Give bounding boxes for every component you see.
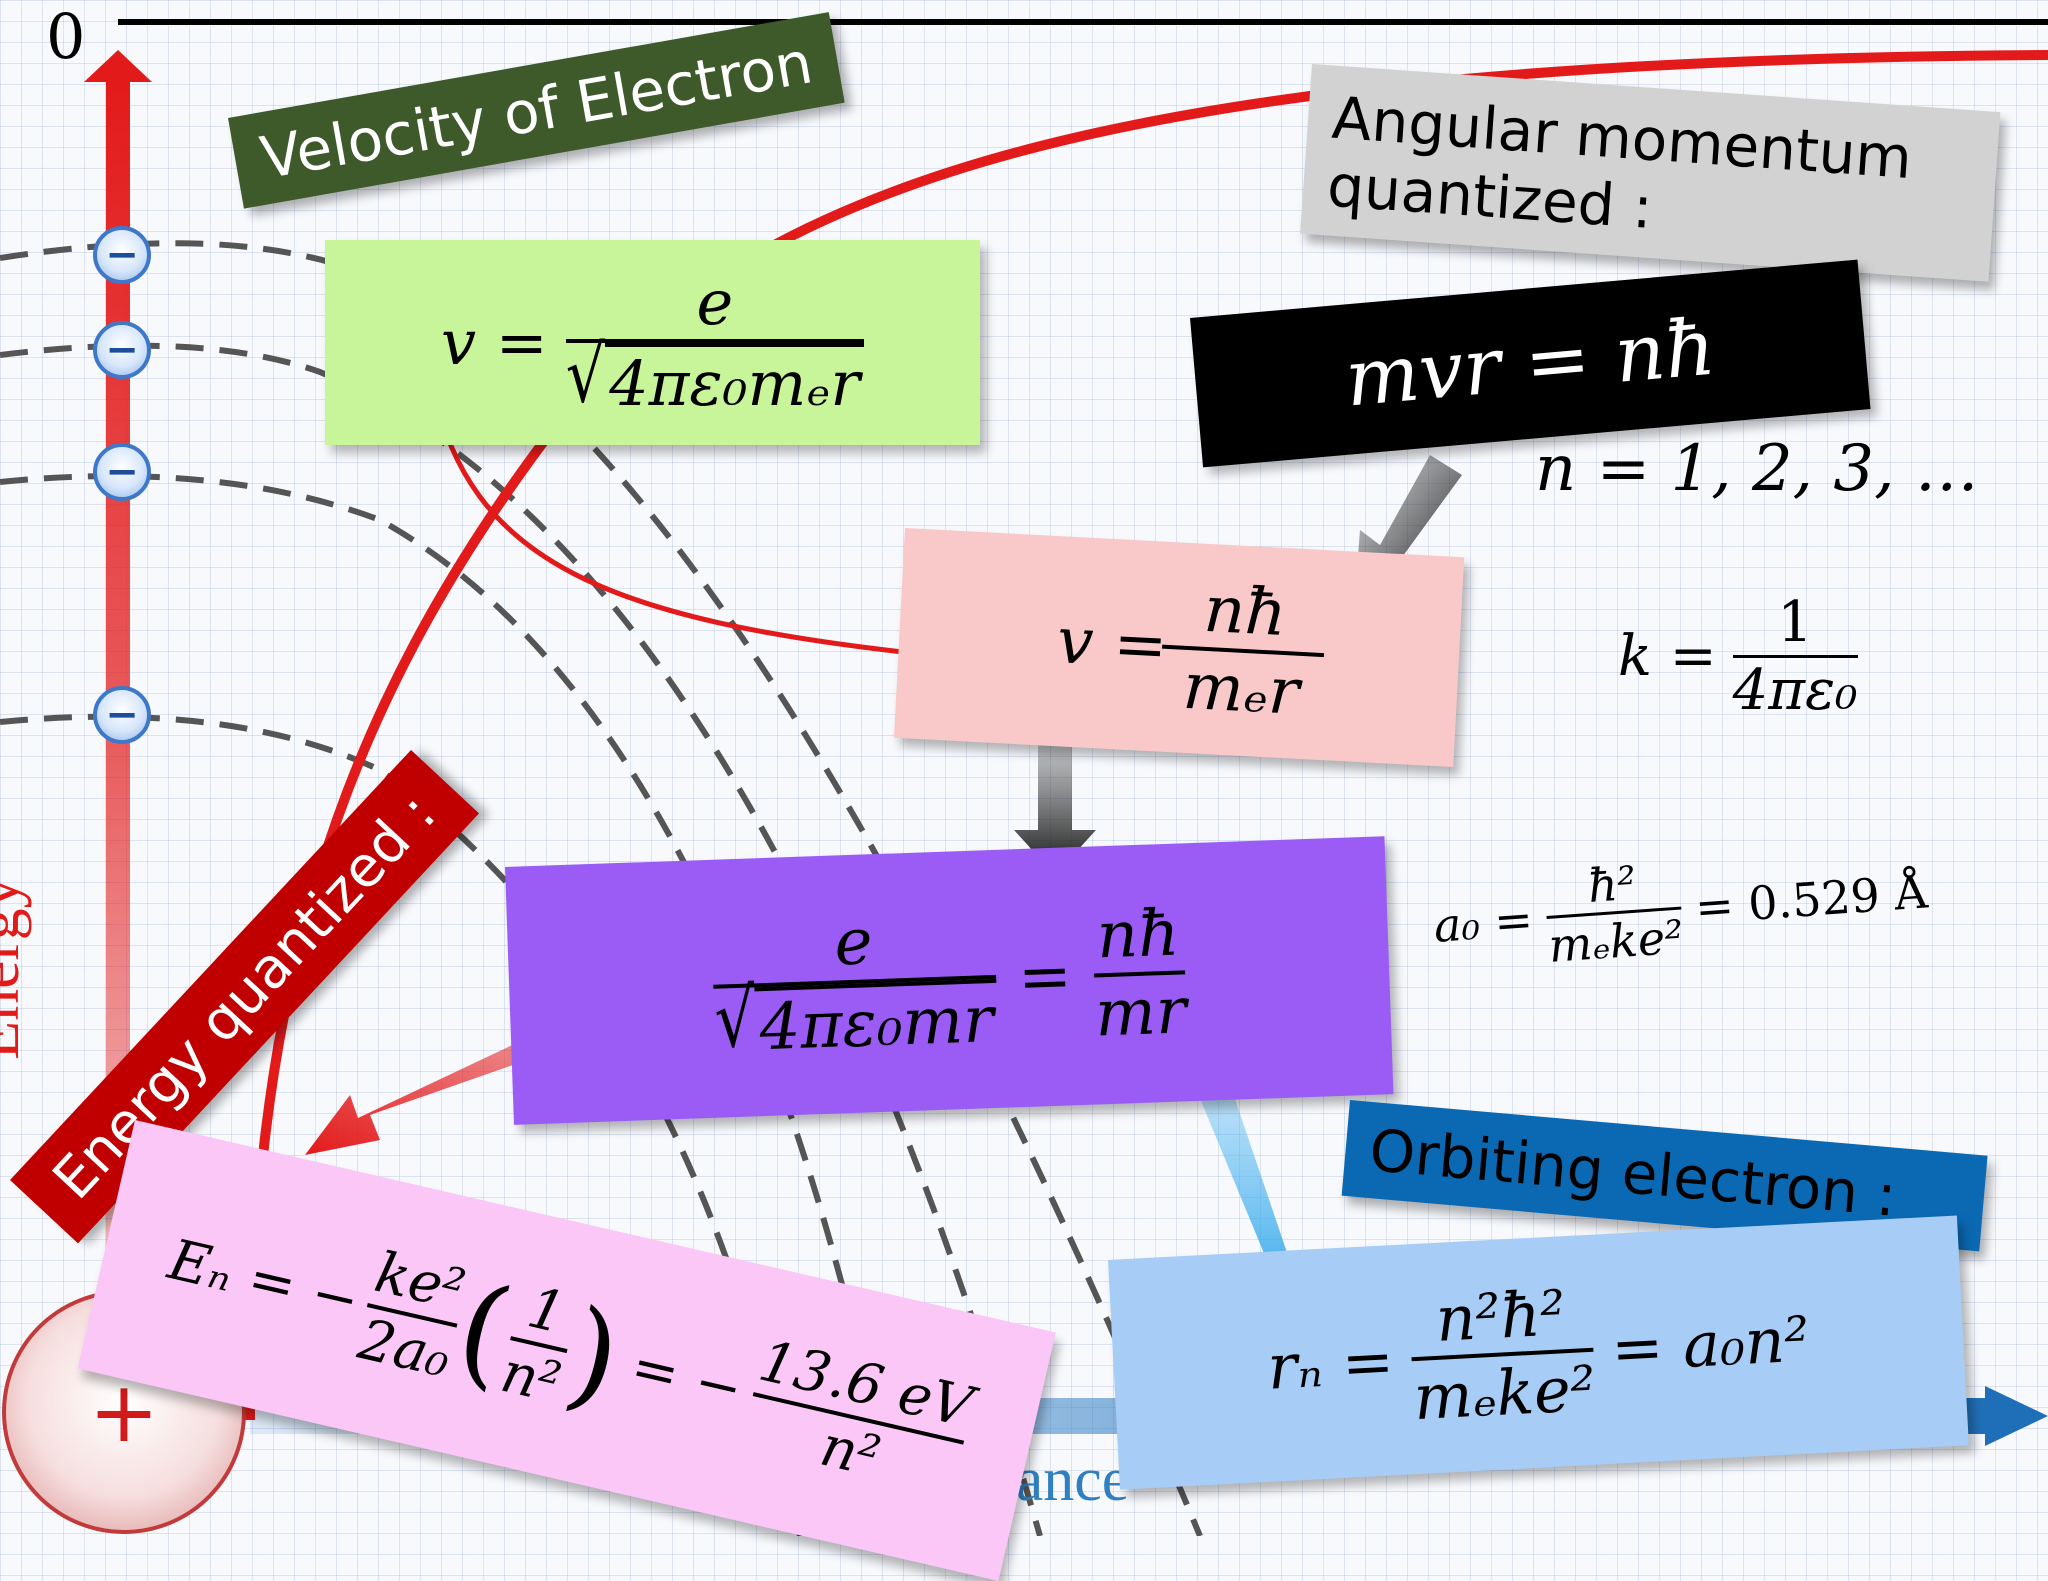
zero-label: 0 — [46, 0, 86, 73]
radius-denominator: mₑke² — [1411, 1351, 1598, 1435]
energy-numerator-2: 1 — [521, 1274, 572, 1347]
radius-rhs: = a₀n² — [1609, 1301, 1812, 1386]
energy-axis-label: Energy — [0, 876, 32, 1060]
grey-arrow-down — [1014, 740, 1096, 875]
velocity-formula-box: v = e √4πε₀mₑr — [325, 240, 980, 445]
n-values: n = 1, 2, 3, … — [1535, 432, 1979, 506]
electron-icon: − — [93, 443, 151, 501]
energy-equals: = − — [625, 1334, 749, 1423]
energy-denominator-3: n² — [814, 1413, 887, 1490]
velocity-denominator: 4πε₀mₑr — [605, 342, 864, 420]
radius-formula-box: rₙ = n²ħ² mₑke² = a₀n² — [1108, 1215, 1969, 1490]
radius-lhs: rₙ = — [1265, 1323, 1396, 1404]
energy-denominator-2: n² — [495, 1339, 567, 1416]
equate-denominator-left: 4πε₀mr — [754, 978, 999, 1066]
k-numerator: 1 — [1777, 590, 1813, 655]
quant-velocity-numerator: nħ — [1202, 572, 1289, 652]
red-connector-arrow — [429, 384, 931, 658]
angular-formula: mvr = nħ — [1341, 302, 1719, 425]
quant-velocity-denominator: mₑr — [1181, 649, 1301, 730]
radius-numerator: n²ħ² — [1433, 1276, 1568, 1356]
radial-axis-arrowhead — [1985, 1386, 2048, 1446]
velocity-lhs: v = — [441, 306, 548, 379]
velocity-numerator: e — [696, 265, 734, 339]
electron-icon: − — [93, 226, 151, 284]
k-definition: k = 1 4πε₀ — [1618, 590, 1858, 723]
energy-lhs: Eₙ = − — [162, 1227, 366, 1335]
bohr-lhs: a₀ = — [1431, 891, 1535, 953]
equate-numerator-left: e — [833, 905, 874, 981]
electron-icon: − — [93, 686, 151, 744]
bohr-rhs: = 0.529 Å — [1693, 863, 1930, 935]
bohr-denominator: mₑke² — [1546, 909, 1686, 973]
k-lhs: k = — [1618, 624, 1717, 689]
quantized-velocity-box: v = nħ mₑr — [894, 528, 1465, 768]
energy-axis-arrowhead — [84, 50, 152, 82]
equate-numerator-right: nħ — [1095, 896, 1181, 974]
electron-icon: − — [93, 321, 151, 379]
bohr-numerator: ħ² — [1586, 855, 1638, 913]
k-denominator: 4πε₀ — [1732, 658, 1858, 723]
quant-velocity-lhs: v = — [1055, 604, 1170, 684]
equate-equals: = — [1016, 939, 1074, 1016]
equate-denominator-right: mr — [1093, 974, 1188, 1052]
equate-formula-box: e √4πε₀mr = nħ mr — [505, 836, 1394, 1125]
